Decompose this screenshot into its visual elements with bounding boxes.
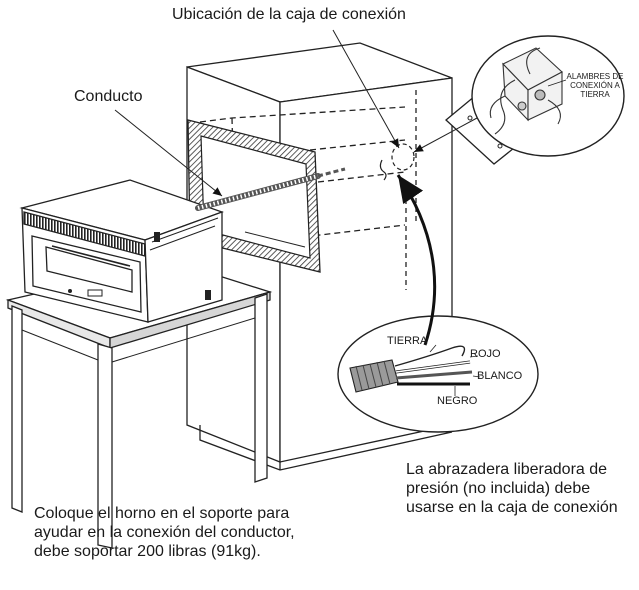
oven	[19, 179, 224, 323]
junction-box-inset	[445, 35, 625, 165]
wire-inset-arrow	[396, 174, 437, 346]
conduit	[195, 167, 346, 211]
wire-label-white: BLANCO	[477, 370, 523, 382]
junction-box-leader	[332, 29, 400, 149]
conduit-label: Conducto	[74, 88, 143, 105]
junction-box-location-label: Ubicación de la caja de conexión	[172, 6, 406, 23]
junction-box-marker	[379, 143, 415, 181]
conduit-leader	[114, 109, 223, 197]
ground-wires-label: ALAMBRES DE CONEXIÓN A TIERRA	[566, 72, 624, 99]
wire-label-red: ROJO	[470, 348, 501, 360]
stand-note: Coloque el horno en el soporte para ayud…	[34, 505, 295, 560]
wire-inset	[337, 315, 539, 433]
wire-label-black: NEGRO	[437, 395, 478, 407]
junction-inset-arrow	[413, 117, 478, 153]
wire-label-ground: TIERRA	[387, 335, 428, 347]
strain-relief-note: La abrazadera liberadora de presión (no …	[406, 461, 618, 516]
